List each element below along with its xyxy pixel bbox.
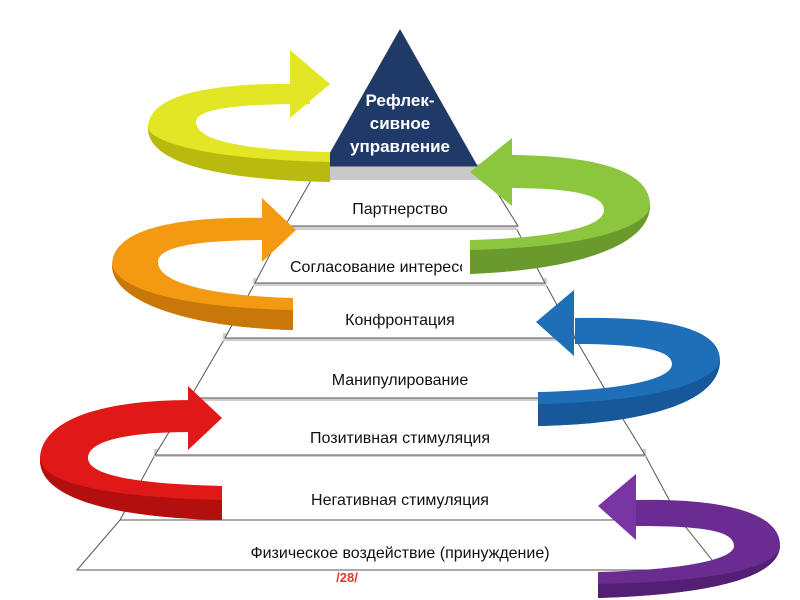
level-label-confrontation: Конфронтация	[345, 312, 455, 329]
level-label-partnership: Партнерство	[352, 201, 448, 218]
level-band-4	[189, 337, 611, 399]
level-label-positive-stimulation: Позитивная стимуляция	[310, 430, 490, 447]
yellow-arrow-icon	[148, 50, 330, 182]
apex-line-3: управление	[350, 137, 450, 156]
apex-line-1: Рефлек-	[365, 91, 434, 110]
orange-arrow-icon	[112, 198, 296, 330]
level-label-coordination: Согласование интересов	[290, 259, 477, 276]
green-arrow-icon	[470, 138, 650, 274]
red-arrow-icon	[40, 386, 222, 520]
level-label-physical-force: Физическое воздействие (принуждение)	[250, 545, 549, 562]
level-label-manipulation: Манипулирование	[332, 372, 469, 389]
blue-arrow-icon	[536, 290, 720, 426]
page-number: /28/	[336, 570, 358, 585]
apex-label: Рефлек- сивное управление	[350, 91, 450, 156]
level-label-negative-stimulation: Негативная стимуляция	[311, 492, 489, 509]
pyramid	[75, 164, 722, 571]
apex-triangle	[322, 28, 478, 167]
apex-line-2: сивное	[370, 114, 430, 133]
purple-arrow-icon	[598, 474, 780, 598]
